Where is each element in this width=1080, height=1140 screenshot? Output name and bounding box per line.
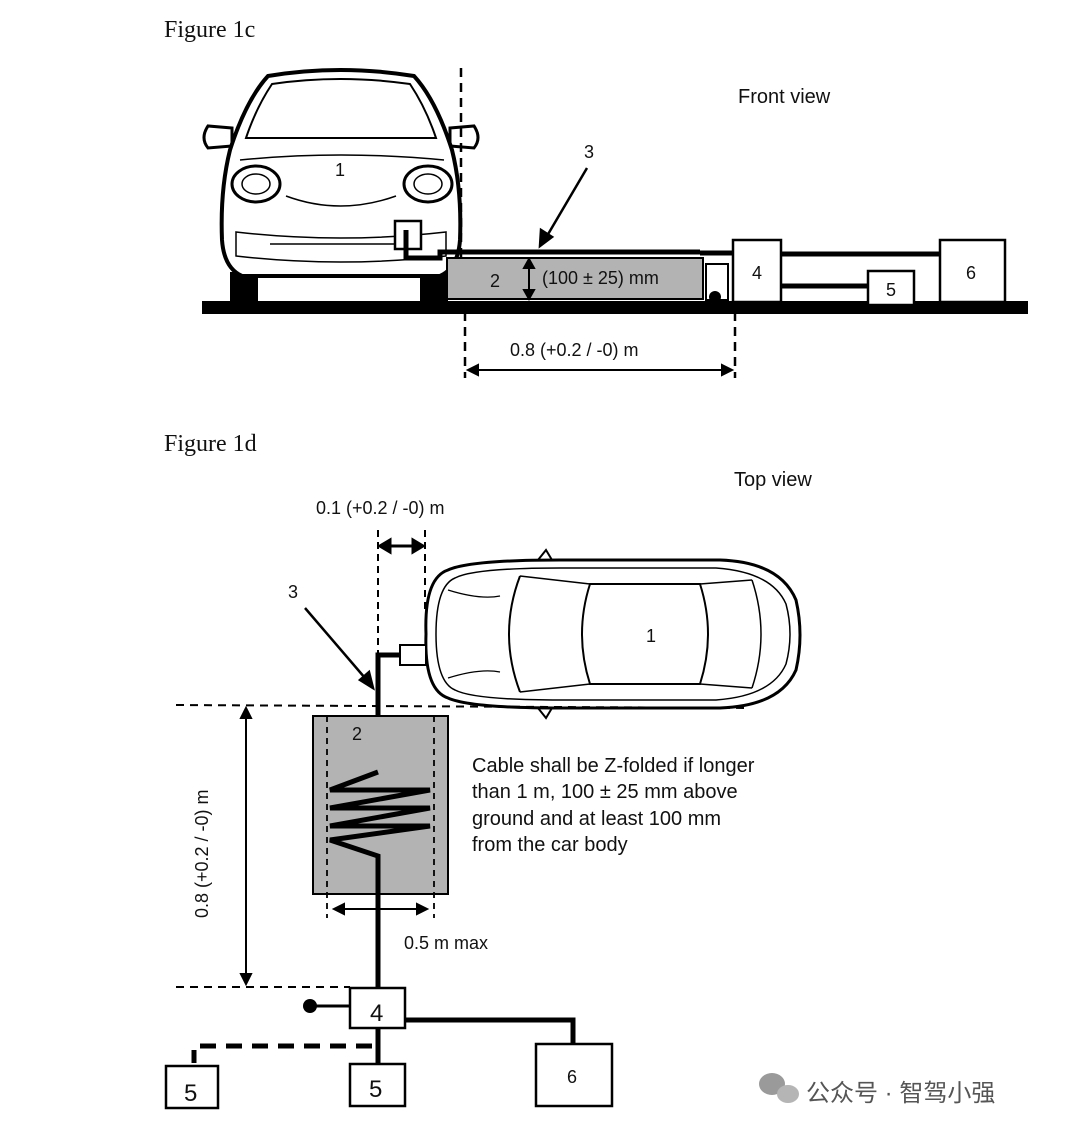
figure-1d-width-dim: 0.5 m max (404, 933, 488, 953)
note-line-4: from the car body (472, 834, 628, 856)
ground-bar (202, 301, 1028, 314)
box-5a-top (164, 1064, 220, 1110)
figure-1d-label-box5b: 5 (369, 1076, 382, 1103)
ground-terminal (709, 291, 721, 303)
figure-1d-label-cable: 3 (288, 582, 298, 602)
watermark-text: 公众号 · 智驾小强 (806, 1080, 995, 1107)
distance-dimension-arrow (465, 363, 735, 377)
figure-1c: Figure 1c Front view (164, 17, 1028, 378)
figure-1c-view-label: Front view (738, 86, 831, 108)
charging-inlet-top (399, 644, 427, 666)
note-line-3: ground and at least 100 mm (472, 808, 721, 830)
figure-1d-label-box6: 6 (567, 1067, 577, 1087)
figure-1d-label-vehicle: 1 (646, 626, 656, 646)
figure-1d-label-box5a: 5 (184, 1080, 197, 1107)
figure-1c-label-table: 2 (490, 271, 500, 291)
z-fold-note: Cable shall be Z-folded if longer than 1… (472, 755, 755, 856)
figure-1d-length-dim: 0.8 (+0.2 / -0) m (192, 789, 212, 918)
wechat-icon (759, 1073, 799, 1103)
figure-1d-title: Figure 1d (164, 431, 257, 457)
box-4-front (731, 238, 783, 304)
length-dimension-arrow (239, 705, 253, 987)
charging-cable-front (403, 230, 700, 261)
note-line-2: than 1 m, 100 ± 25 mm above (472, 781, 738, 803)
figure-1c-title: Figure 1c (164, 17, 255, 43)
figure-1c-label-vehicle: 1 (335, 160, 345, 180)
width-dimension-arrow (331, 902, 430, 916)
watermark: 公众号 · 智驾小强 (759, 1073, 995, 1107)
figure-1d-view-label: Top view (734, 469, 812, 491)
figure-1c-label-box4: 4 (752, 263, 762, 283)
cable-pointer-arrow-top (304, 607, 375, 691)
figure-1c-label-box5: 5 (886, 280, 896, 300)
note-line-1: Cable shall be Z-folded if longer (472, 755, 755, 777)
figure-1d-label-table: 2 (352, 724, 362, 744)
box-5-front (866, 269, 916, 307)
gap-dimension-arrow (377, 537, 426, 555)
figure-1d-gap-dim: 0.1 (+0.2 / -0) m (316, 498, 445, 518)
ground-terminal-top (303, 999, 317, 1013)
insulating-table-front (446, 257, 704, 300)
box-6-front (938, 238, 1007, 304)
cable-pointer-arrow (538, 167, 589, 249)
vehicle-top-view (424, 548, 802, 720)
box-5b-top (348, 1062, 407, 1108)
height-dimension-arrow (522, 256, 536, 302)
figure-1c-height-dim: (100 ± 25) mm (542, 268, 659, 288)
figure-1c-label-box6: 6 (966, 263, 976, 283)
figure-1d: Figure 1d Top view 0.1 (+0.2 / -0) m (164, 431, 812, 1110)
figure-1d-label-box4: 4 (370, 1000, 383, 1027)
optional-cable-to-box5 (191, 1043, 372, 1063)
box-6-top (534, 1042, 614, 1108)
z-folded-cable (329, 769, 431, 988)
figure-1c-label-cable: 3 (584, 142, 594, 162)
figure-1c-distance-dim: 0.8 (+0.2 / -0) m (510, 340, 639, 360)
vehicle-front-view (202, 68, 480, 304)
